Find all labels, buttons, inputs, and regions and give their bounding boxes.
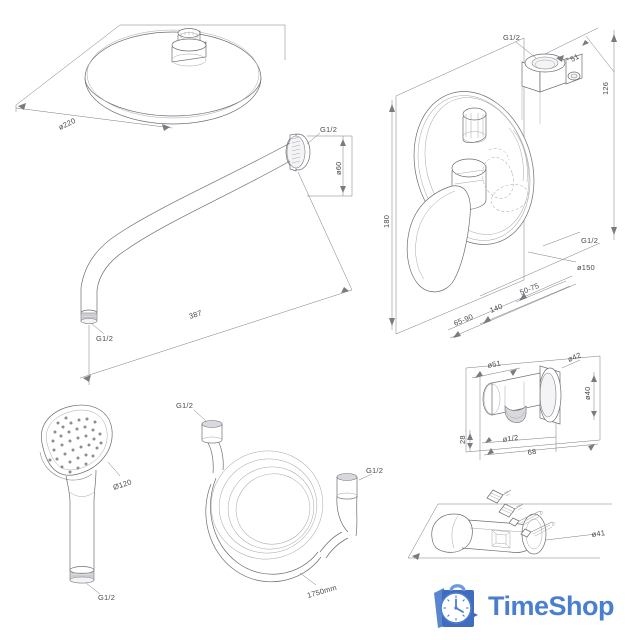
fixing-wall-plug-2 bbox=[498, 503, 524, 518]
dim-g12-mixer-out: G1/2 bbox=[581, 236, 598, 245]
dim-bracket-thread: ø1/2 bbox=[502, 433, 519, 444]
dim-g12-arm-inlet: G1/2 bbox=[320, 125, 337, 134]
dim-g12-mixer-top: G1/2 bbox=[503, 33, 520, 42]
fixing-screw-1 bbox=[508, 510, 544, 527]
dim-g12-hose-a: G1/2 bbox=[176, 401, 193, 410]
dim-65-90: 65-90 bbox=[452, 312, 474, 328]
dim-d220: ø220 bbox=[57, 116, 77, 132]
dim-g12-hose-b: G1/2 bbox=[366, 466, 383, 475]
part-shower-hose: G1/2 G1/2 1750mm bbox=[176, 401, 383, 600]
dim-d120: Ø120 bbox=[112, 477, 133, 491]
part-wall-outlet-spout: ø41 bbox=[407, 489, 612, 560]
brand-name: TimeShop bbox=[488, 590, 615, 621]
part-concealed-mixer: G1/2 51 126 180 G1/2 ø150 65-90 140 50-7… bbox=[382, 27, 617, 339]
dim-387: 387 bbox=[188, 308, 203, 321]
dim-51: 51 bbox=[569, 52, 581, 64]
dim-126: 126 bbox=[601, 82, 610, 95]
shopping-bag-clock-icon bbox=[434, 584, 478, 628]
dim-g12-hand: G1/2 bbox=[98, 593, 115, 602]
fixing-screw-2 bbox=[520, 521, 556, 538]
dim-bracket-68: 68 bbox=[527, 447, 537, 457]
fixing-wall-plug-1 bbox=[486, 489, 512, 504]
brand-logo: TimeShop bbox=[430, 581, 615, 631]
dim-bracket-40: ø40 bbox=[583, 386, 592, 400]
dim-180: 180 bbox=[382, 215, 391, 228]
dim-g12-arm-outlet: G1/2 bbox=[96, 334, 113, 343]
dim-d150: ø150 bbox=[577, 263, 595, 272]
dim-hose-length: 1750mm bbox=[306, 583, 338, 600]
dim-bracket-51: ø51 bbox=[487, 359, 502, 370]
dim-d41: ø41 bbox=[591, 528, 606, 539]
part-hand-shower: Ø120 G1/2 bbox=[39, 404, 133, 602]
part-overhead-shower-head: ø220 G1/2 ø60 387 G1/2 bbox=[15, 24, 353, 385]
dim-d60: ø60 bbox=[334, 161, 343, 175]
dim-140: 140 bbox=[488, 302, 504, 315]
dim-bracket-42: ø42 bbox=[566, 350, 582, 363]
dim-bracket-28: 28 bbox=[458, 435, 467, 444]
part-wall-bracket: ø51 ø42 ø40 28 ø1/2 68 bbox=[458, 350, 601, 460]
